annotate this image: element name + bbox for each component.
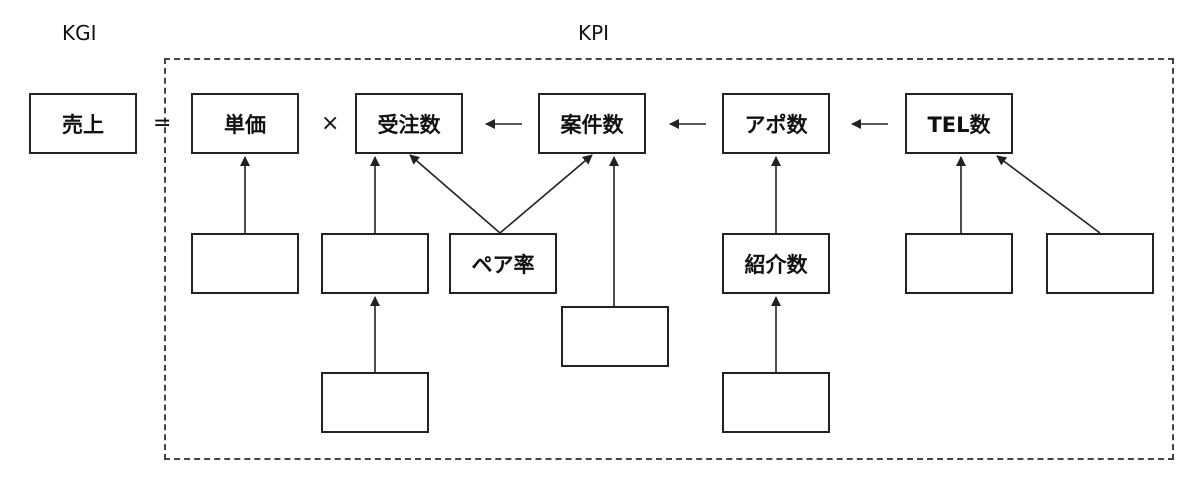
node-tel: TEL数 [905,93,1013,154]
node-appointments: アポ数 [722,93,830,154]
kpi-region-dashed-frame [164,58,1174,460]
node-blank-6 [905,233,1013,294]
node-sales: 売上 [29,93,137,154]
equals-operator: = [153,111,172,136]
node-unit-price: 単価 [191,93,299,154]
node-deals: 案件数 [538,93,646,154]
kgi-label: KGI [62,21,97,45]
node-referrals: 紹介数 [722,233,830,294]
node-orders: 受注数 [355,93,463,154]
kpi-label: KPI [578,21,610,45]
node-blank-3 [561,306,669,367]
node-blank-1 [191,233,299,294]
node-blank-5 [722,372,830,433]
node-blank-7 [1046,233,1154,294]
arrow-blank7-to-tel [996,155,1101,234]
node-pair-rate: ペア率 [449,233,557,294]
arrow-pair-rate-to-orders [409,154,501,234]
node-blank-2 [321,233,429,294]
times-operator: × [321,111,340,136]
arrow-pair-rate-to-deals [499,154,593,234]
node-blank-4 [321,372,429,433]
